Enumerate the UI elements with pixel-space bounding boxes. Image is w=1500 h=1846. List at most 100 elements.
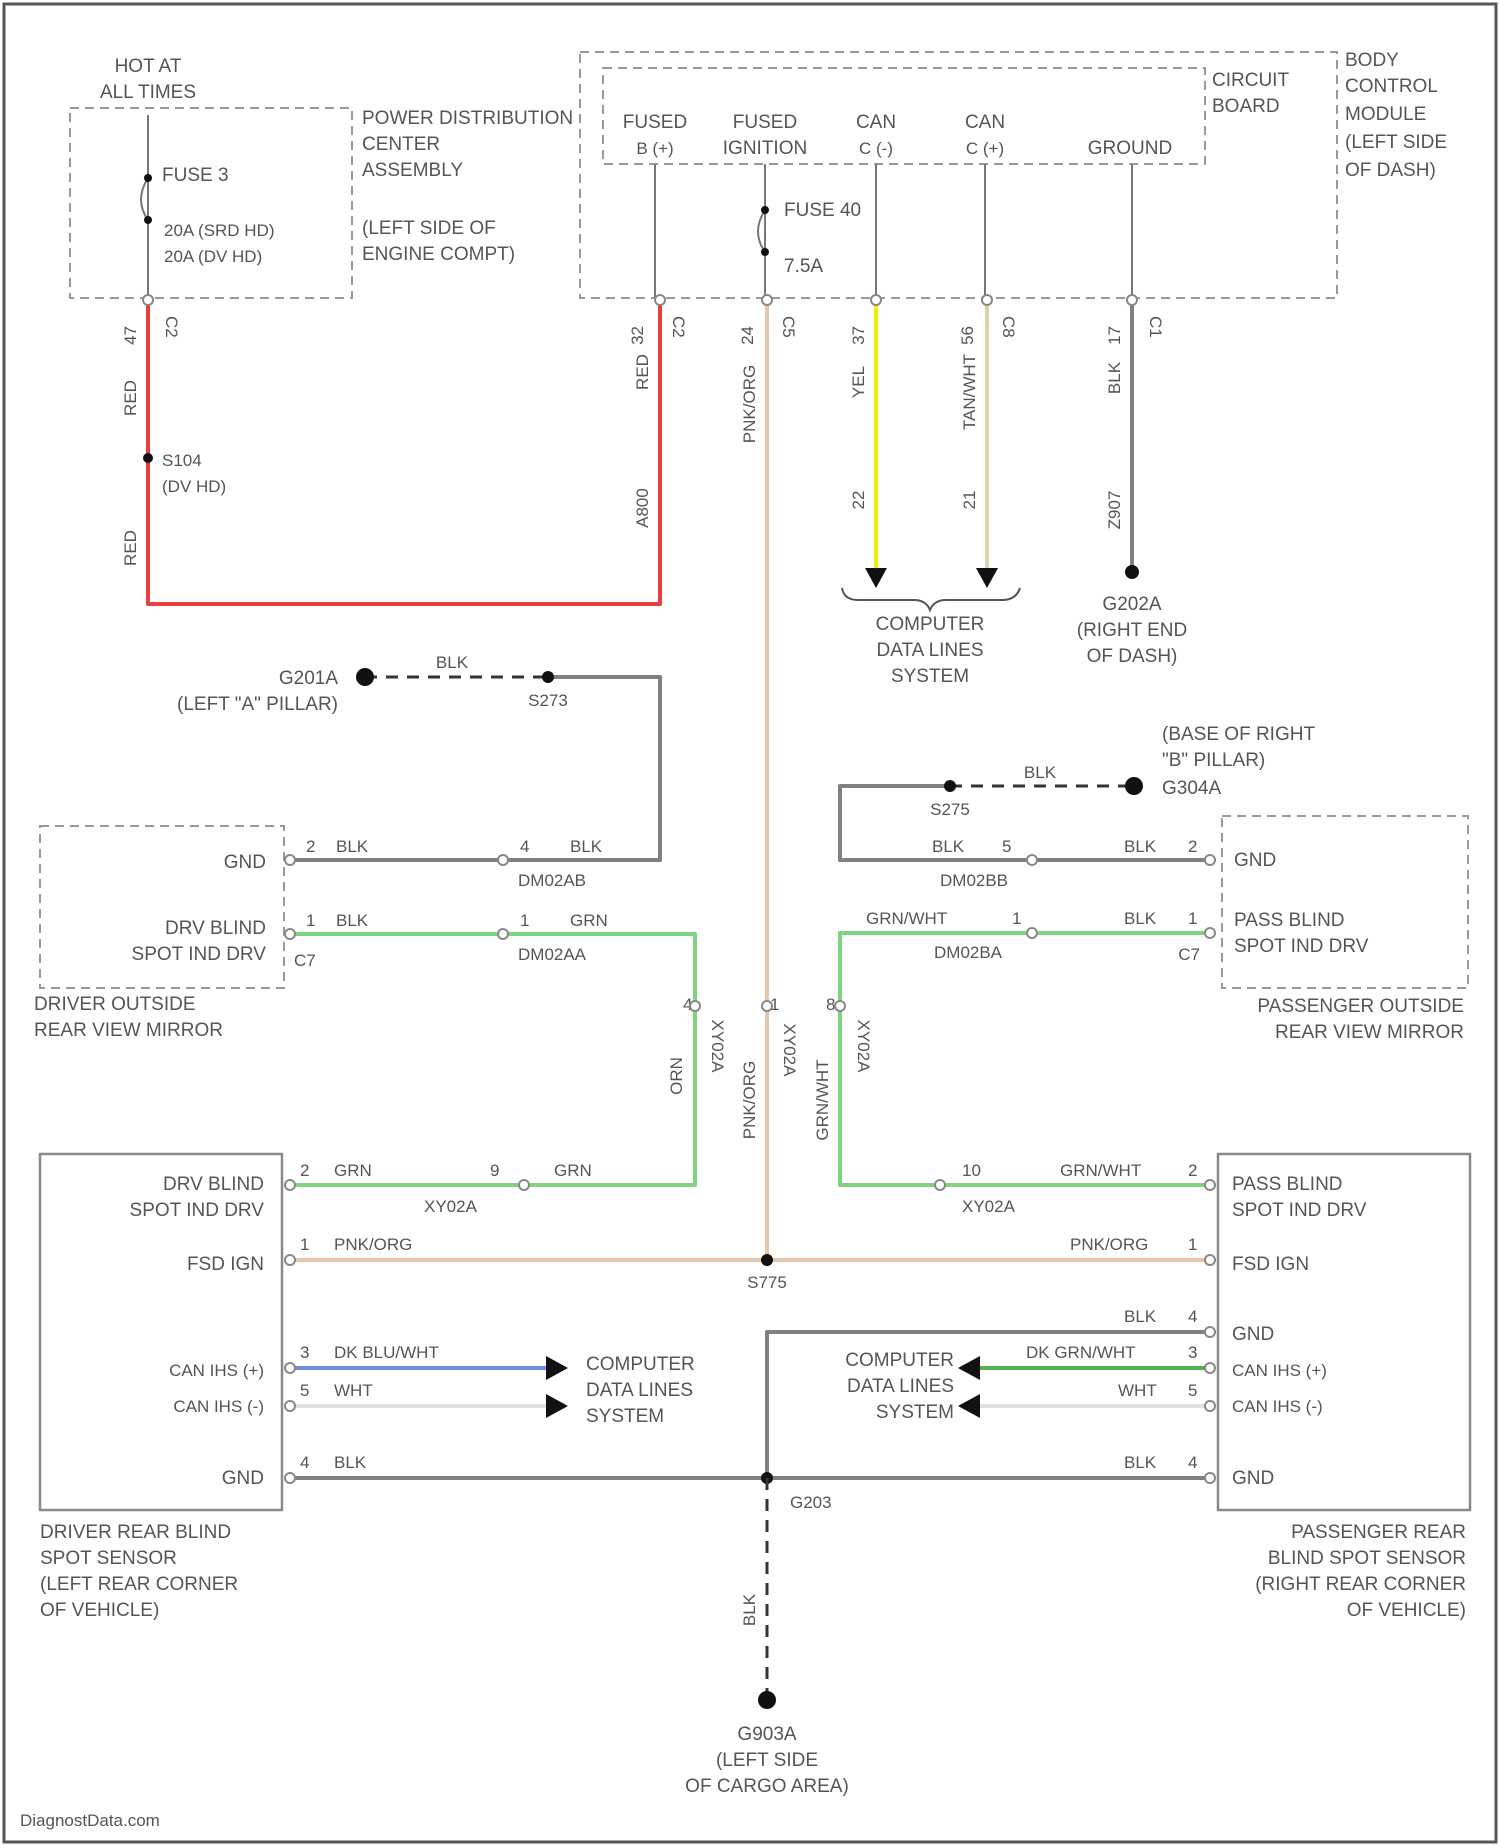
s104-label: S104: [162, 451, 202, 470]
circuit-board-label-2: BOARD: [1212, 96, 1280, 117]
prs-sig-label-1: PASS BLIND: [1232, 1174, 1343, 1195]
wire-label-blk-g201: BLK: [436, 653, 469, 672]
wire-label-red-right-bottom: A800: [633, 488, 652, 528]
wire-label-blk-g202: BLK: [1105, 361, 1124, 394]
pin-prs-sig: 2: [1188, 1161, 1197, 1180]
connector-ring-20: [285, 1363, 295, 1373]
dm-c7-label: C7: [294, 951, 316, 970]
drs-can-plus-arrow-icon: [546, 1356, 568, 1380]
wire-prs-canp: DK GRN/WHT: [1026, 1343, 1136, 1362]
s273-label: S273: [528, 691, 568, 710]
circuit-num-yel: 22: [849, 491, 868, 510]
wire-pm-gnd-left: BLK: [932, 837, 965, 856]
conn-dm02ab: DM02AB: [518, 871, 586, 890]
connector-ring-21: [285, 1401, 295, 1411]
fuse-3-rating-a: 20A (SRD HD): [164, 221, 275, 240]
s275-label: S275: [930, 800, 970, 819]
wire-dm-sig-right: GRN: [570, 911, 608, 930]
fuse-40-label: FUSE 40: [784, 200, 861, 221]
connector-ring-1: [655, 295, 665, 305]
wire-dm-sig-left: BLK: [336, 911, 369, 930]
dm-name-1: DRIVER OUTSIDE: [34, 994, 196, 1015]
fuse-40-terminal-bottom: [761, 248, 769, 256]
pin-drs-canp: 3: [300, 1343, 309, 1362]
wire-label-orn-vert: ORN: [667, 1057, 686, 1095]
pin-prs-fsd: 1: [1188, 1235, 1197, 1254]
wire-pm-sig-right: BLK: [1124, 909, 1157, 928]
pin-pm-gnd-conn: 5: [1002, 837, 1011, 856]
pdc-label-2: CENTER: [362, 134, 440, 155]
circuit-board-label-1: CIRCUIT: [1212, 70, 1289, 91]
prs-fsd-label: FSD IGN: [1232, 1254, 1309, 1275]
splice-s273: [542, 671, 554, 683]
fused-b-label-1: FUSED: [623, 112, 687, 133]
pin-dm-gnd-mirror: 2: [306, 837, 315, 856]
fuse-3-terminal-bottom: [144, 216, 152, 224]
g202a-label-2: (RIGHT END: [1077, 620, 1187, 641]
pin-prs-canm: 5: [1188, 1381, 1197, 1400]
g202a-label-3: OF DASH): [1087, 646, 1178, 667]
wire-drs-canp: DK BLU/WHT: [334, 1343, 439, 1362]
connector-ring-2: [762, 295, 772, 305]
conn-c1: C1: [1146, 316, 1165, 338]
fuse-3-rating-b: 20A (DV HD): [164, 247, 262, 266]
power-distribution-center-box: [70, 108, 352, 298]
wire-label-red-left-bottom: RED: [121, 530, 140, 566]
cdl-left-label-1: COMPUTER: [586, 1354, 695, 1375]
fuse-40-rating: 7.5A: [784, 256, 823, 277]
dm-signal-wire: [292, 934, 695, 1185]
pin-drs-sig: 2: [300, 1161, 309, 1180]
wire-drs-sig-right: GRN: [554, 1161, 592, 1180]
circuit-num-z907: Z907: [1105, 491, 1124, 530]
prs-name-1: PASSENGER REAR: [1291, 1522, 1466, 1543]
conn-xy02a-right: XY02A: [854, 1020, 873, 1074]
pin-dm-sig-conn: 1: [520, 911, 529, 930]
pin-pm-gnd-mirror: 2: [1188, 837, 1197, 856]
wire-label-red-left-top: RED: [121, 380, 140, 416]
bcm-label-4: (LEFT SIDE: [1345, 132, 1447, 153]
g903a-label-1: G903A: [737, 1724, 796, 1745]
wire-prs-sig: GRN/WHT: [1060, 1161, 1141, 1180]
prs-name-2: BLIND SPOT SENSOR: [1268, 1548, 1466, 1569]
pin-24: 24: [738, 326, 757, 345]
ground-g304a-icon: [1125, 777, 1143, 795]
wire-dm-gnd-left: BLK: [336, 837, 369, 856]
cdl-top-label-1: COMPUTER: [876, 614, 985, 635]
fuse-3-icon: [141, 178, 148, 220]
dm-gnd-label: GND: [224, 852, 266, 873]
ground-g201a-icon: [356, 668, 374, 686]
prs-sig-label-2: SPOT IND DRV: [1232, 1200, 1367, 1221]
connector-ring-13: [1027, 928, 1037, 938]
ground-label: GROUND: [1088, 138, 1172, 159]
pdc-label-4: (LEFT SIDE OF: [362, 218, 496, 239]
connector-ring-28: [1205, 1401, 1215, 1411]
g903a-label-3: OF CARGO AREA): [685, 1776, 849, 1797]
pin-prs-sig-conn: 10: [962, 1161, 981, 1180]
drs-can-minus-arrow-icon: [546, 1394, 568, 1418]
circuit-num-tan: 21: [960, 491, 979, 510]
drs-gnd-label: GND: [222, 1468, 264, 1489]
dm-sig-label-1: DRV BLIND: [165, 918, 266, 939]
wire-prs-fsd: PNK/ORG: [1070, 1235, 1148, 1254]
drs-sig-label-1: DRV BLIND: [163, 1174, 264, 1195]
connector-ring-19: [285, 1255, 295, 1265]
red-wire-loop: [148, 300, 660, 604]
prs-gnd-top-label: GND: [1232, 1324, 1274, 1345]
connector-ring-6: [285, 855, 295, 865]
connector-ring-0: [143, 295, 153, 305]
pin-v-grn: 8: [826, 995, 835, 1014]
connector-ring-5: [1127, 295, 1137, 305]
connector-ring-7: [498, 855, 508, 865]
wire-label-red-right-top: RED: [633, 354, 652, 390]
cdl-right-label-1: COMPUTER: [845, 1350, 954, 1371]
conn-xy02a-prs: XY02A: [962, 1197, 1016, 1216]
wire-label-yel: YEL: [849, 366, 868, 398]
passenger-outside-mirror-box: [1222, 816, 1468, 988]
drs-name-3: (LEFT REAR CORNER: [40, 1574, 238, 1595]
drs-canm-label: CAN IHS (-): [173, 1397, 264, 1416]
can-minus-label-1: CAN: [856, 112, 896, 133]
wire-drs-sig-left: GRN: [334, 1161, 372, 1180]
wire-prs-gnd-top: BLK: [1124, 1307, 1157, 1326]
connector-ring-22: [285, 1473, 295, 1483]
